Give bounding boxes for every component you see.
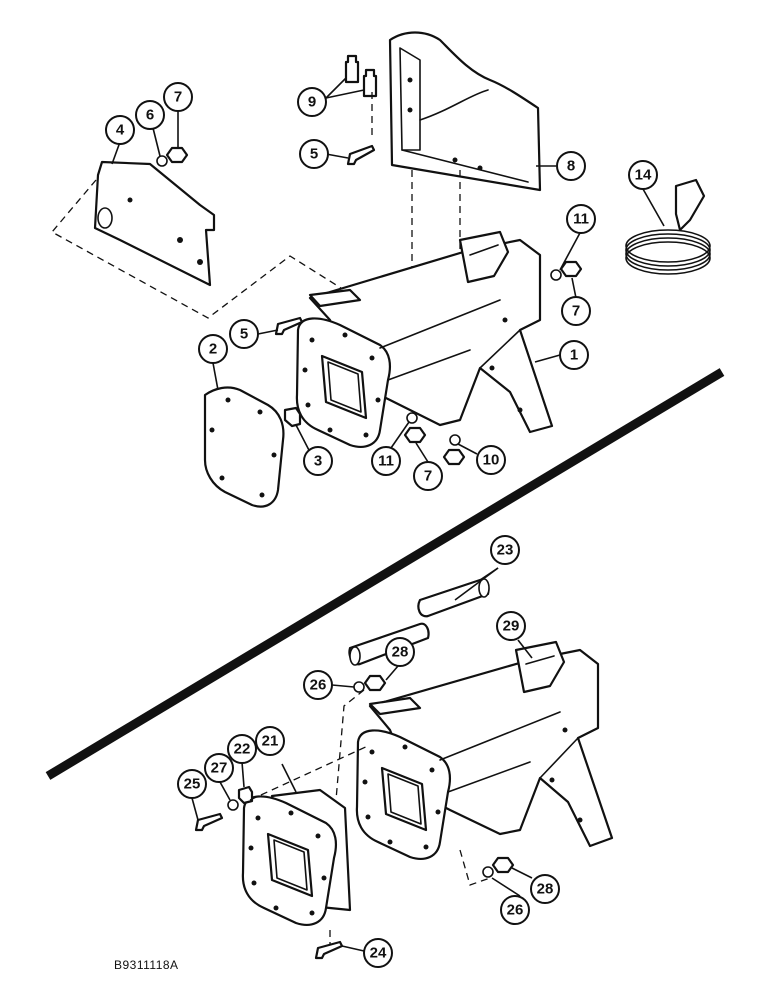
mounting-plate-part [93,160,216,287]
section-divider-line [45,368,725,780]
washer-11-right [550,269,562,281]
callout-14: 14 [628,160,658,190]
svg-text:14: 14 [635,167,652,184]
callout-4: 4 [105,115,135,145]
callout-25: 25 [177,769,207,799]
callout-27: 27 [204,753,234,783]
callout-5-upper: 5 [299,139,329,169]
callout-2: 2 [198,334,228,364]
alignment-lines-lower [249,689,491,945]
svg-text:10: 10 [483,452,500,469]
figure-id-label: B9311118A [114,958,179,972]
svg-text:26: 26 [507,902,524,919]
callout-11-lower: 11 [371,446,401,476]
washer-26-lower [482,866,494,878]
adapter-housing-part [241,788,352,926]
nut-7-bottom [442,448,466,466]
callout-10: 10 [476,445,506,475]
callout-9: 9 [297,87,327,117]
washer-11-lower [406,412,418,424]
bolt-25 [194,812,224,832]
callout-1: 1 [559,340,589,370]
axle-housing-part [295,230,554,448]
svg-text:7: 7 [572,303,580,320]
washer-6 [156,155,168,167]
callout-26-upper: 26 [303,670,333,700]
bolt-24 [314,940,344,960]
svg-text:4: 4 [116,122,125,139]
svg-text:5: 5 [240,326,248,343]
callout-6: 6 [135,100,165,130]
svg-text:5: 5 [310,146,318,163]
callout-5-lower: 5 [229,319,259,349]
plug-3 [283,406,302,428]
axle-housing-lower-part [355,640,614,860]
nut-7-top [165,146,189,164]
svg-text:1: 1 [570,347,578,364]
svg-text:28: 28 [392,644,409,661]
cover-plate-part [203,386,285,508]
callout-leaders [111,77,665,952]
svg-text:27: 27 [211,760,228,777]
svg-text:22: 22 [234,741,251,758]
svg-text:29: 29 [503,618,520,635]
callout-8: 8 [556,151,586,181]
callout-7-top: 7 [163,82,193,112]
bolt-9-group [344,54,378,98]
svg-text:25: 25 [184,776,201,793]
callout-11-right: 11 [566,204,596,234]
nut-7-lower [403,426,427,444]
svg-text:9: 9 [308,94,316,111]
svg-text:26: 26 [310,677,327,694]
plug-22 [237,785,254,805]
bolt-5-upper [346,144,376,166]
svg-text:7: 7 [424,468,432,485]
washer-10 [449,434,461,446]
callout-23: 23 [490,535,520,565]
hose-coil-part [625,178,711,275]
callout-24: 24 [363,938,393,968]
nut-28-lower [491,856,515,874]
callout-7-bottom: 7 [413,461,443,491]
shaft-part [348,578,490,666]
svg-text:21: 21 [262,733,279,750]
svg-text:23: 23 [497,542,514,559]
svg-text:7: 7 [174,89,182,106]
callout-22: 22 [227,734,257,764]
callout-21: 21 [255,726,285,756]
callout-3: 3 [303,446,333,476]
bracket-part [388,31,542,192]
svg-text:6: 6 [146,107,154,124]
svg-text:8: 8 [567,158,575,175]
svg-text:24: 24 [370,945,387,962]
svg-text:28: 28 [537,881,554,898]
callout-28-lower: 28 [530,874,560,904]
svg-text:11: 11 [378,453,394,470]
bolt-5-lower [274,316,304,336]
callout-28-upper: 28 [385,637,415,667]
svg-text:11: 11 [573,211,589,228]
callout-7-right: 7 [561,296,591,326]
nut-28-upper [363,674,387,692]
callout-26-lower: 26 [500,895,530,925]
svg-text:3: 3 [314,453,322,470]
svg-text:2: 2 [209,341,217,358]
callout-29: 29 [496,611,526,641]
washer-27 [227,799,239,811]
